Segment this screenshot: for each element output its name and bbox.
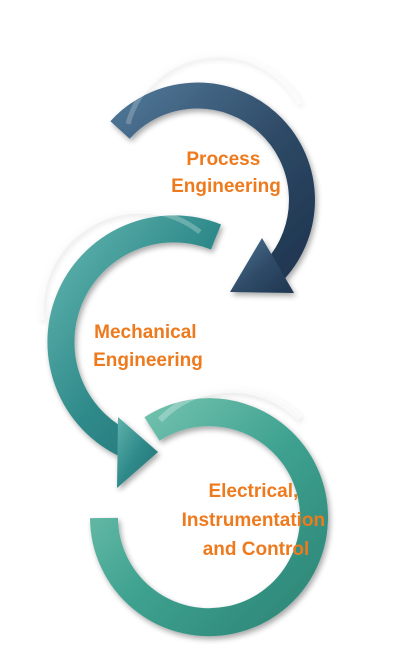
arrow-top-ring-highlight bbox=[125, 52, 303, 125]
arrow-top bbox=[110, 52, 315, 293]
arrow-middle-ring-highlight bbox=[38, 208, 202, 321]
step-2-label-line-2: Engineering bbox=[93, 350, 203, 371]
step-2-label: Mechanical Engineering bbox=[93, 322, 203, 371]
arrow-middle-head bbox=[117, 417, 158, 488]
step-3-label-line-1: Electrical, bbox=[208, 481, 298, 502]
arrow-bottom-ring-highlight bbox=[157, 386, 303, 423]
arrow-bottom bbox=[90, 386, 328, 637]
step-1-label: Process Engineering bbox=[171, 149, 281, 197]
step-3-label-line-3: and Control bbox=[203, 539, 310, 560]
arrow-bottom-ring bbox=[90, 398, 328, 637]
step-1-label-line-2: Engineering bbox=[171, 176, 281, 197]
step-3-label-line-2: Instrumentation bbox=[182, 510, 326, 531]
step-3-label: Electrical, Instrumentation and Control bbox=[182, 481, 331, 560]
step-1-label-line-1: Process bbox=[186, 149, 260, 170]
step-2-label-line-1: Mechanical bbox=[94, 322, 196, 343]
arrow-top-head bbox=[230, 238, 294, 293]
arrow-middle bbox=[38, 208, 221, 488]
arrow-middle-ring bbox=[47, 215, 221, 460]
arrow-top-ring bbox=[110, 82, 315, 279]
